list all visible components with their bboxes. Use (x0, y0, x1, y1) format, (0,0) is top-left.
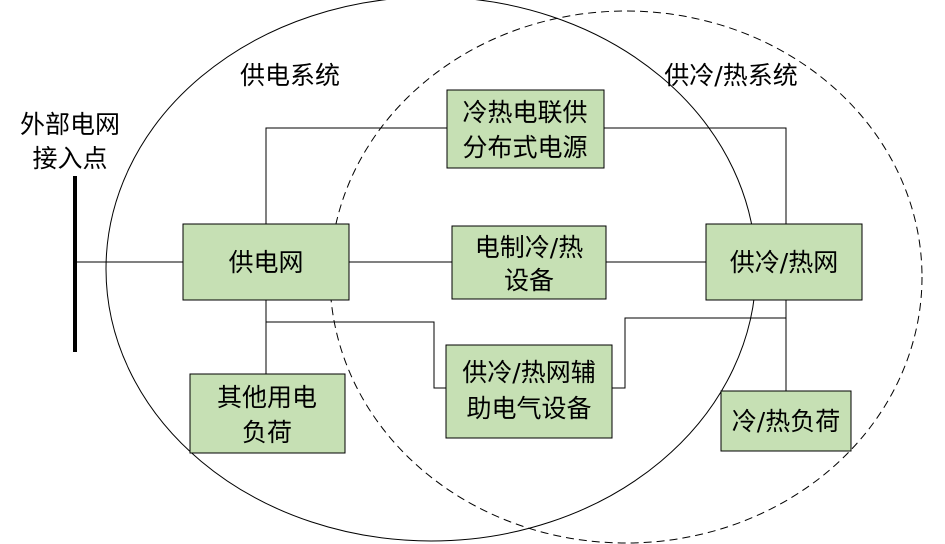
other-loads-label-line1: 其他用电 (217, 383, 317, 412)
auxiliary-equipment-box (445, 344, 613, 439)
electric-chiller-box (451, 225, 607, 300)
auxiliary-equipment-label-line2: 助电气设备 (466, 394, 591, 423)
power-grid-label: 供电网 (228, 248, 303, 277)
cooling-heating-load-box (720, 390, 852, 452)
cchp-label-line2: 分布式电源 (462, 133, 587, 162)
power-grid-box (182, 223, 350, 301)
cchp-box (446, 89, 605, 169)
power-system-label: 供电系统 (240, 61, 340, 90)
external-grid-label-line1: 外部电网 (20, 110, 120, 139)
network-to-auxiliary-line (612, 300, 787, 389)
cchp-label-line1: 冷热电联供 (462, 98, 587, 127)
other-loads-box (189, 373, 346, 454)
cooling-heating-load-label: 冷/热负荷 (732, 407, 840, 436)
power-grid-to-auxiliary-line (266, 321, 446, 389)
cooling-heating-network-box (705, 223, 863, 301)
auxiliary-equipment-label-line1: 供冷/热网辅 (462, 358, 595, 387)
cchp-loop-line (265, 127, 447, 224)
electric-chiller-label-line1: 电制冷/热 (475, 233, 583, 262)
other-loads-label-line2: 负荷 (242, 418, 292, 447)
cooling-heating-system-label: 供冷/热系统 (664, 61, 797, 90)
cooling-heating-system-boundary (329, 10, 923, 544)
external-grid-label-line2: 接入点 (32, 144, 107, 173)
cchp-to-network-line (604, 127, 787, 224)
connection-lines (75, 127, 787, 391)
electric-chiller-label-line2: 设备 (504, 266, 554, 295)
cooling-heating-network-label: 供冷/热网 (730, 248, 838, 277)
